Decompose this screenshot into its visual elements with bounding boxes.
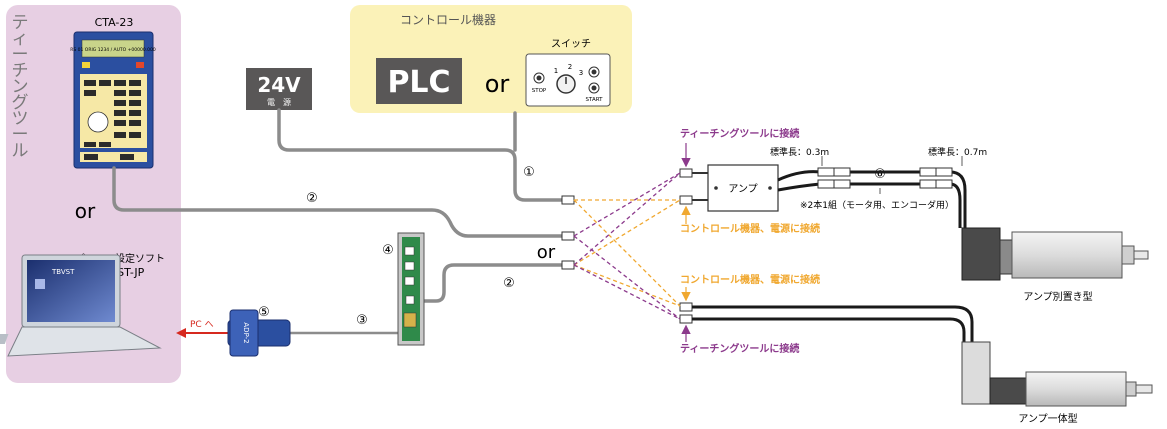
number-2: ② xyxy=(306,191,318,206)
connector xyxy=(679,302,693,312)
power-caption: 電 源 xyxy=(267,98,291,107)
cable-2-pendant xyxy=(112,166,564,238)
power-supply: 24V 電 源 xyxy=(246,68,312,110)
switch-pos: 3 xyxy=(579,69,583,77)
cable-numbers: ① ② ② ③ ④ ⑤ ⑥ xyxy=(258,165,886,328)
connection-labels: ティーチングツールに接続 コントロール機器、電源に接続 コントロール機器、電源に… xyxy=(680,127,820,355)
connector xyxy=(679,168,693,178)
ctrl-connect-top: コントロール機器、電源に接続 xyxy=(680,222,820,235)
to-pc-arrow: PC へ xyxy=(176,320,228,338)
number-2: ② xyxy=(503,276,515,291)
cable-1 xyxy=(277,108,564,202)
number-4: ④ xyxy=(382,243,394,258)
teach-connect-top: ティーチングツールに接続 xyxy=(680,127,799,140)
pendant-lcd-text: RS 01 ORIG 1234 / AUTO +00000.000 xyxy=(70,47,156,53)
connector xyxy=(679,314,693,324)
pendant-lcd xyxy=(81,39,145,58)
adapter-board xyxy=(397,232,425,346)
actuator-separate xyxy=(961,227,1149,281)
title-char: ー xyxy=(12,125,29,145)
connector xyxy=(679,195,693,205)
stop-label: STOP xyxy=(532,88,547,94)
number-6: ⑥ xyxy=(874,167,886,182)
title-char: ン xyxy=(12,77,29,97)
pendant-jog-dial xyxy=(87,111,109,133)
title-char: グ xyxy=(12,93,29,113)
switch-title: スイッチ xyxy=(551,38,591,50)
amplifier: アンプ xyxy=(692,164,779,212)
gray-cables xyxy=(112,108,564,335)
actuator-separate-label: アンプ別置き型 xyxy=(1023,290,1092,303)
title-char: チ xyxy=(12,61,29,81)
device-label: CTA-23 xyxy=(95,16,134,29)
to-pc-label: PC へ xyxy=(190,320,214,330)
amp-label: アンプ xyxy=(728,183,757,195)
middle-or-label: or xyxy=(537,242,556,263)
title-char: ィ xyxy=(12,29,29,49)
number-3: ③ xyxy=(356,313,368,328)
switch-pos: 2 xyxy=(568,63,572,71)
connector xyxy=(561,231,575,241)
cable-pair-note: ※2本1組（モータ用、エンコーダ用） xyxy=(800,199,954,211)
teaching-tool-vertical-title: テ ィ ー チ ン グ ツ ー ル xyxy=(12,13,29,161)
start-label: START xyxy=(586,97,604,103)
plc-label: PLC xyxy=(387,65,450,100)
std-length-1: 標準長：0.3m xyxy=(770,146,829,158)
teaching-or-label: or xyxy=(75,199,96,223)
number-5: ⑤ xyxy=(258,305,270,320)
connector xyxy=(561,260,575,270)
number-1: ① xyxy=(523,165,535,180)
title-char: ツ xyxy=(12,109,29,129)
cable-2-adapter xyxy=(422,263,564,303)
connectors xyxy=(561,168,693,324)
switch-box: 1 2 3 STOP START xyxy=(525,53,611,107)
controller-or-label: or xyxy=(485,70,510,98)
title-char: テ xyxy=(12,13,29,33)
actuator-integrated-label: アンプ一体型 xyxy=(1018,412,1077,425)
std-length-2: 標準長：0.7m xyxy=(928,146,987,158)
power-voltage: 24V xyxy=(257,73,301,97)
laptop-screen xyxy=(27,260,115,322)
connector xyxy=(561,195,575,205)
cta23-pendant: CTA-23 RS 01 ORIG 1234 / AUTO +00000.000 xyxy=(70,16,156,169)
adp2-converter: ADP-2 xyxy=(227,309,291,357)
actuator-integrated xyxy=(961,341,1153,407)
dashed-links xyxy=(573,172,681,320)
laptop-brand: TBVST xyxy=(51,268,75,276)
teach-connect-bottom: ティーチングツールに接続 xyxy=(680,342,799,355)
cable-joints xyxy=(817,167,953,189)
switch-pos: 1 xyxy=(554,67,558,75)
title-char: ル xyxy=(12,141,29,161)
integrated-cables xyxy=(692,305,974,344)
controller-title: コントロール機器 xyxy=(400,12,496,27)
laptop: TBVST xyxy=(0,254,162,357)
ctrl-connect-bottom: コントロール機器、電源に接続 xyxy=(680,273,820,286)
plc-block: PLC xyxy=(376,58,462,104)
title-char: ー xyxy=(12,45,29,65)
length-markers xyxy=(821,156,963,194)
adapter-label: ADP-2 xyxy=(242,322,250,343)
